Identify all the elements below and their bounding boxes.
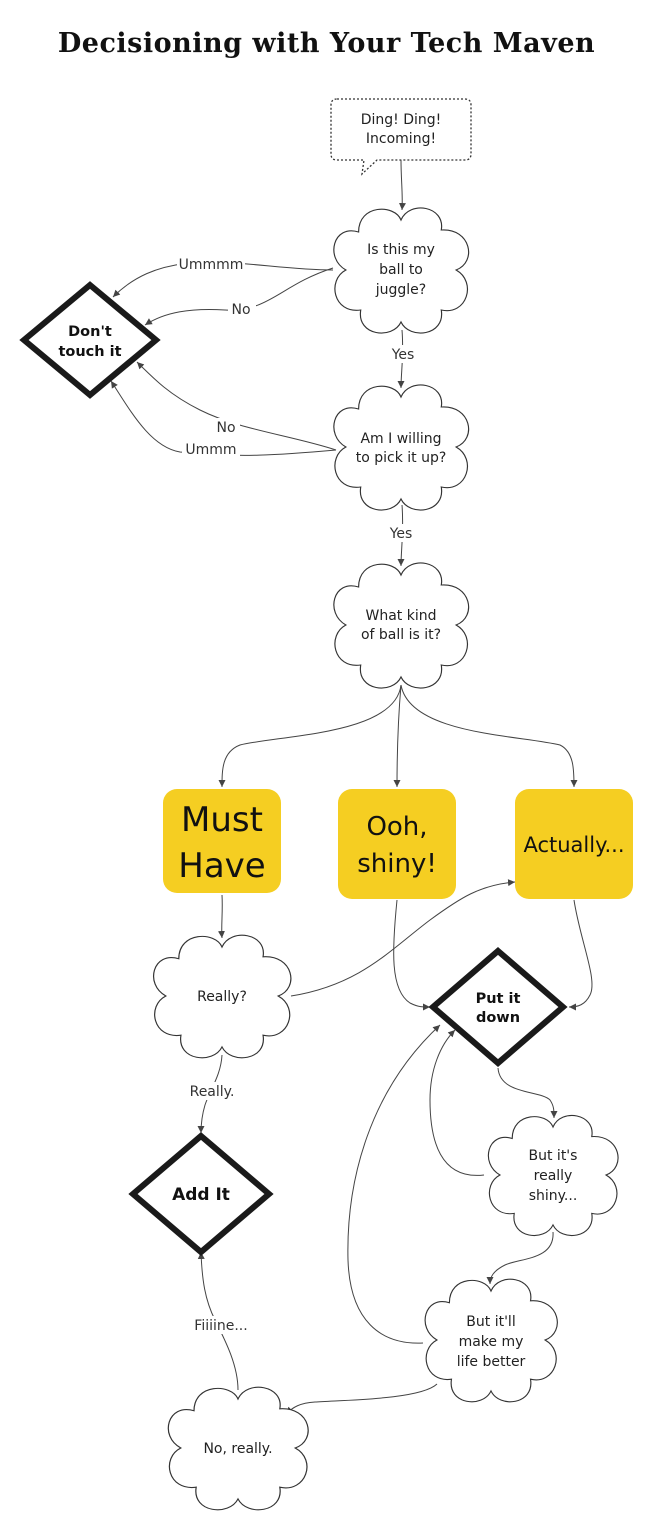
node-must-have: Must Have bbox=[163, 789, 281, 893]
edge-label-no-2: No bbox=[216, 420, 235, 436]
edge-kind-to-shiny bbox=[393, 684, 402, 788]
svg-text:Must: Must bbox=[181, 800, 263, 840]
svg-text:But it's: But it's bbox=[529, 1148, 578, 1164]
edge-really-really-addit bbox=[197, 1054, 223, 1134]
edge-kind-to-musthave bbox=[218, 684, 402, 788]
svg-text:But it'll: But it'll bbox=[466, 1314, 515, 1330]
edge-actually-to-putdown bbox=[568, 899, 593, 1011]
node-but-better-line-2: make my bbox=[459, 1334, 524, 1350]
svg-text:Incoming!: Incoming! bbox=[366, 131, 436, 147]
node-incoming-line-1: Ding! Ding! bbox=[361, 112, 442, 128]
node-is-my-ball-line-3: juggle? bbox=[375, 282, 426, 298]
edge-putdown-to-butshiny bbox=[497, 1067, 558, 1119]
edge-really-to-actually bbox=[290, 879, 516, 997]
node-willing-line-2: to pick it up? bbox=[356, 450, 447, 466]
edge-label-ummmm: Ummmm bbox=[179, 257, 244, 273]
node-but-shiny-line-2: really bbox=[534, 1168, 573, 1184]
node-dont-touch-line-1: Don't bbox=[68, 324, 112, 340]
node-must-have-line-1: Must bbox=[181, 800, 263, 840]
edge-butbetter-to-putdown bbox=[347, 1024, 441, 1344]
node-kind-line-2: of ball is it? bbox=[361, 627, 441, 643]
edge-butshiny-to-butbetter bbox=[486, 1231, 554, 1285]
node-add-it-line-1: Add It bbox=[172, 1185, 230, 1205]
node-put-down-line-1: Put it bbox=[476, 991, 521, 1007]
edge-label-really: Really. bbox=[190, 1084, 235, 1100]
svg-text:juggle?: juggle? bbox=[375, 282, 426, 298]
edge-label-fiiiine: Fiiiine... bbox=[194, 1318, 247, 1334]
svg-text:Ding! Ding!: Ding! Ding! bbox=[361, 112, 442, 128]
svg-text:down: down bbox=[476, 1010, 520, 1026]
node-put-down: Put it down bbox=[428, 947, 568, 1067]
node-kind bbox=[333, 562, 470, 689]
edge-label-yes-2: Yes bbox=[389, 526, 413, 542]
svg-text:make my: make my bbox=[459, 1334, 524, 1350]
edges bbox=[110, 159, 593, 1415]
svg-text:No, really.: No, really. bbox=[203, 1441, 272, 1457]
edge-shiny-to-putdown bbox=[393, 899, 431, 1011]
node-willing-line-1: Am I willing bbox=[360, 431, 441, 447]
svg-text:to pick it up?: to pick it up? bbox=[356, 450, 447, 466]
node-really-q bbox=[153, 934, 292, 1059]
edge-label-no-1: No bbox=[231, 302, 250, 318]
svg-text:Put it: Put it bbox=[476, 991, 521, 1007]
diagram-title: Decisioning with Your Tech Maven bbox=[57, 28, 596, 59]
edge-butshiny-to-putdown bbox=[429, 1029, 485, 1176]
edge-musthave-to-really bbox=[217, 894, 225, 939]
svg-text:What kind: What kind bbox=[366, 608, 437, 624]
node-willing bbox=[333, 384, 470, 511]
node-but-better bbox=[424, 1278, 558, 1403]
svg-text:Don't: Don't bbox=[68, 324, 112, 340]
svg-text:Add It: Add It bbox=[172, 1185, 230, 1205]
node-is-my-ball-line-1: Is this my bbox=[367, 242, 435, 258]
edge-willing-ummm-dont-touch bbox=[110, 380, 337, 456]
svg-text:life better: life better bbox=[457, 1354, 526, 1370]
svg-text:Ooh,: Ooh, bbox=[366, 812, 427, 842]
edge-labels: Ummmm No Yes No Ummm Yes Really. Fiiiine… bbox=[177, 255, 418, 1334]
svg-text:of ball is it?: of ball is it? bbox=[361, 627, 441, 643]
node-add-it: Add It bbox=[128, 1132, 274, 1256]
node-really-q-line-1: Really? bbox=[197, 989, 247, 1005]
edge-butbetter-to-noreally bbox=[285, 1383, 438, 1415]
node-put-down-line-2: down bbox=[476, 1010, 520, 1026]
edge-ismyball-no-dont-touch bbox=[144, 267, 334, 326]
node-no-really-line-1: No, really. bbox=[203, 1441, 272, 1457]
node-dont-touch-line-2: touch it bbox=[58, 344, 121, 360]
edge-incoming-to-ismyball bbox=[398, 159, 406, 211]
edge-willing-no-dont-touch bbox=[136, 361, 337, 451]
node-but-shiny-line-3: shiny... bbox=[529, 1188, 578, 1204]
node-kind-line-1: What kind bbox=[366, 608, 437, 624]
node-but-better-line-3: life better bbox=[457, 1354, 526, 1370]
svg-text:ball to: ball to bbox=[379, 262, 423, 278]
node-shiny: Ooh, shiny! bbox=[338, 789, 456, 899]
node-actually: Actually... bbox=[515, 789, 633, 899]
node-but-better-line-1: But it'll bbox=[466, 1314, 515, 1330]
node-incoming: Ding! Ding! Incoming! bbox=[330, 98, 472, 176]
node-but-shiny bbox=[487, 1114, 619, 1236]
svg-text:shiny...: shiny... bbox=[529, 1188, 578, 1204]
node-is-my-ball bbox=[333, 207, 470, 334]
svg-text:really: really bbox=[534, 1168, 573, 1184]
node-dont-touch: Don't touch it bbox=[19, 281, 161, 399]
svg-text:shiny!: shiny! bbox=[357, 849, 437, 879]
node-incoming-line-2: Incoming! bbox=[366, 131, 436, 147]
edge-kind-to-actually bbox=[400, 684, 578, 788]
node-no-really bbox=[167, 1386, 309, 1511]
svg-text:Is this my: Is this my bbox=[367, 242, 435, 258]
node-is-my-ball-line-2: ball to bbox=[379, 262, 423, 278]
edge-label-ummm: Ummm bbox=[185, 442, 236, 458]
svg-text:Really?: Really? bbox=[197, 989, 247, 1005]
svg-text:Actually...: Actually... bbox=[523, 833, 624, 857]
edge-label-yes-1: Yes bbox=[391, 347, 415, 363]
node-shiny-line-1: Ooh, bbox=[366, 812, 427, 842]
svg-text:Have: Have bbox=[178, 846, 265, 886]
node-actually-line-1: Actually... bbox=[523, 833, 624, 857]
svg-text:Am I willing: Am I willing bbox=[360, 431, 441, 447]
node-shiny-line-2: shiny! bbox=[357, 849, 437, 879]
node-but-shiny-line-1: But it's bbox=[529, 1148, 578, 1164]
node-must-have-line-2: Have bbox=[178, 846, 265, 886]
svg-text:touch it: touch it bbox=[58, 344, 121, 360]
